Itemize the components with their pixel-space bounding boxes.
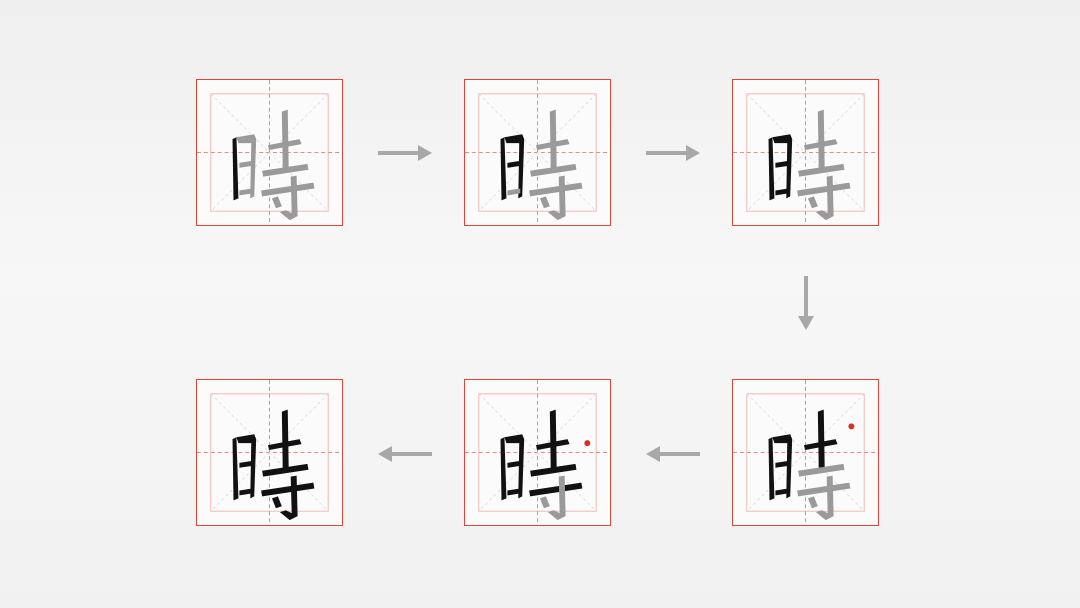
written-stroke: [775, 488, 789, 496]
written-stroke: [504, 134, 525, 199]
character-glyph-step-3: [768, 109, 851, 221]
written-stroke: [500, 137, 507, 201]
written-stroke: [817, 409, 825, 473]
pending-stroke: [547, 175, 566, 221]
character-glyph-step-6: [232, 409, 315, 521]
mi-grid-guide: [465, 380, 610, 525]
pending-stroke: [529, 182, 583, 197]
written-stroke: [239, 460, 253, 468]
written-stroke: [261, 482, 315, 497]
stroke-start-dot: [584, 440, 591, 447]
pending-stroke: [798, 163, 845, 177]
pending-stroke: [798, 463, 845, 477]
pending-stroke: [281, 109, 289, 173]
pending-stroke: [539, 196, 550, 209]
pending-stroke: [239, 188, 253, 196]
written-stroke: [768, 437, 775, 501]
pending-stroke: [815, 175, 834, 221]
written-stroke: [775, 460, 789, 468]
written-stroke: [262, 463, 309, 477]
right-arrow-icon: [378, 145, 432, 161]
down-arrow-icon: [798, 276, 814, 330]
written-stroke: [768, 137, 775, 201]
practice-grid-cell-step-4: 時: [732, 379, 879, 526]
written-stroke: [232, 437, 239, 501]
character-glyph-step-1: [232, 109, 315, 221]
written-stroke: [236, 434, 257, 499]
practice-grid-cell-step-5: 時: [464, 379, 611, 526]
mi-grid-guide: [465, 80, 610, 225]
practice-grid-cell-step-1: 時: [196, 79, 343, 226]
written-stroke: [500, 437, 507, 501]
pending-stroke: [797, 182, 851, 197]
character-glyph-step-5: [500, 409, 591, 521]
pending-stroke: [807, 196, 818, 209]
pending-stroke: [239, 160, 253, 168]
pending-stroke: [547, 475, 566, 521]
pending-stroke: [797, 482, 851, 497]
practice-grid-cell-step-3: 時: [732, 79, 879, 226]
character-glyph-step-2: [500, 109, 583, 221]
practice-grid-cell-step-6: 時: [196, 379, 343, 526]
written-stroke: [279, 475, 298, 521]
mi-grid-guide: [197, 80, 342, 225]
pending-stroke: [549, 109, 557, 173]
written-stroke: [772, 434, 793, 499]
written-stroke: [549, 409, 557, 473]
practice-grid-cell-step-2: 時: [464, 79, 611, 226]
written-stroke: [271, 496, 282, 509]
written-stroke: [232, 137, 239, 201]
left-arrow-icon: [646, 446, 700, 462]
written-stroke: [772, 134, 793, 199]
pending-stroke: [507, 188, 521, 196]
mi-grid-guide: [733, 80, 878, 225]
pending-stroke: [279, 175, 298, 221]
written-stroke: [775, 188, 789, 196]
left-arrow-icon: [378, 446, 432, 462]
mi-grid-guide: [733, 380, 878, 525]
pending-stroke: [271, 196, 282, 209]
written-stroke: [281, 409, 289, 473]
written-stroke: [530, 463, 577, 477]
mi-grid-guide: [197, 380, 342, 525]
stroke-start-dot: [848, 423, 855, 430]
written-stroke: [529, 482, 583, 497]
written-stroke: [507, 488, 521, 496]
pending-stroke: [261, 182, 315, 197]
pending-stroke: [807, 496, 818, 509]
written-stroke: [775, 160, 789, 168]
written-stroke: [507, 160, 521, 168]
written-stroke: [504, 434, 525, 499]
written-stroke: [239, 488, 253, 496]
pending-stroke: [539, 496, 550, 509]
written-stroke: [507, 460, 521, 468]
pending-stroke: [817, 109, 825, 173]
pending-stroke: [236, 134, 257, 199]
pending-stroke: [815, 475, 834, 521]
right-arrow-icon: [646, 145, 700, 161]
character-glyph-step-4: [768, 409, 855, 521]
pending-stroke: [262, 163, 309, 177]
pending-stroke: [530, 163, 577, 177]
